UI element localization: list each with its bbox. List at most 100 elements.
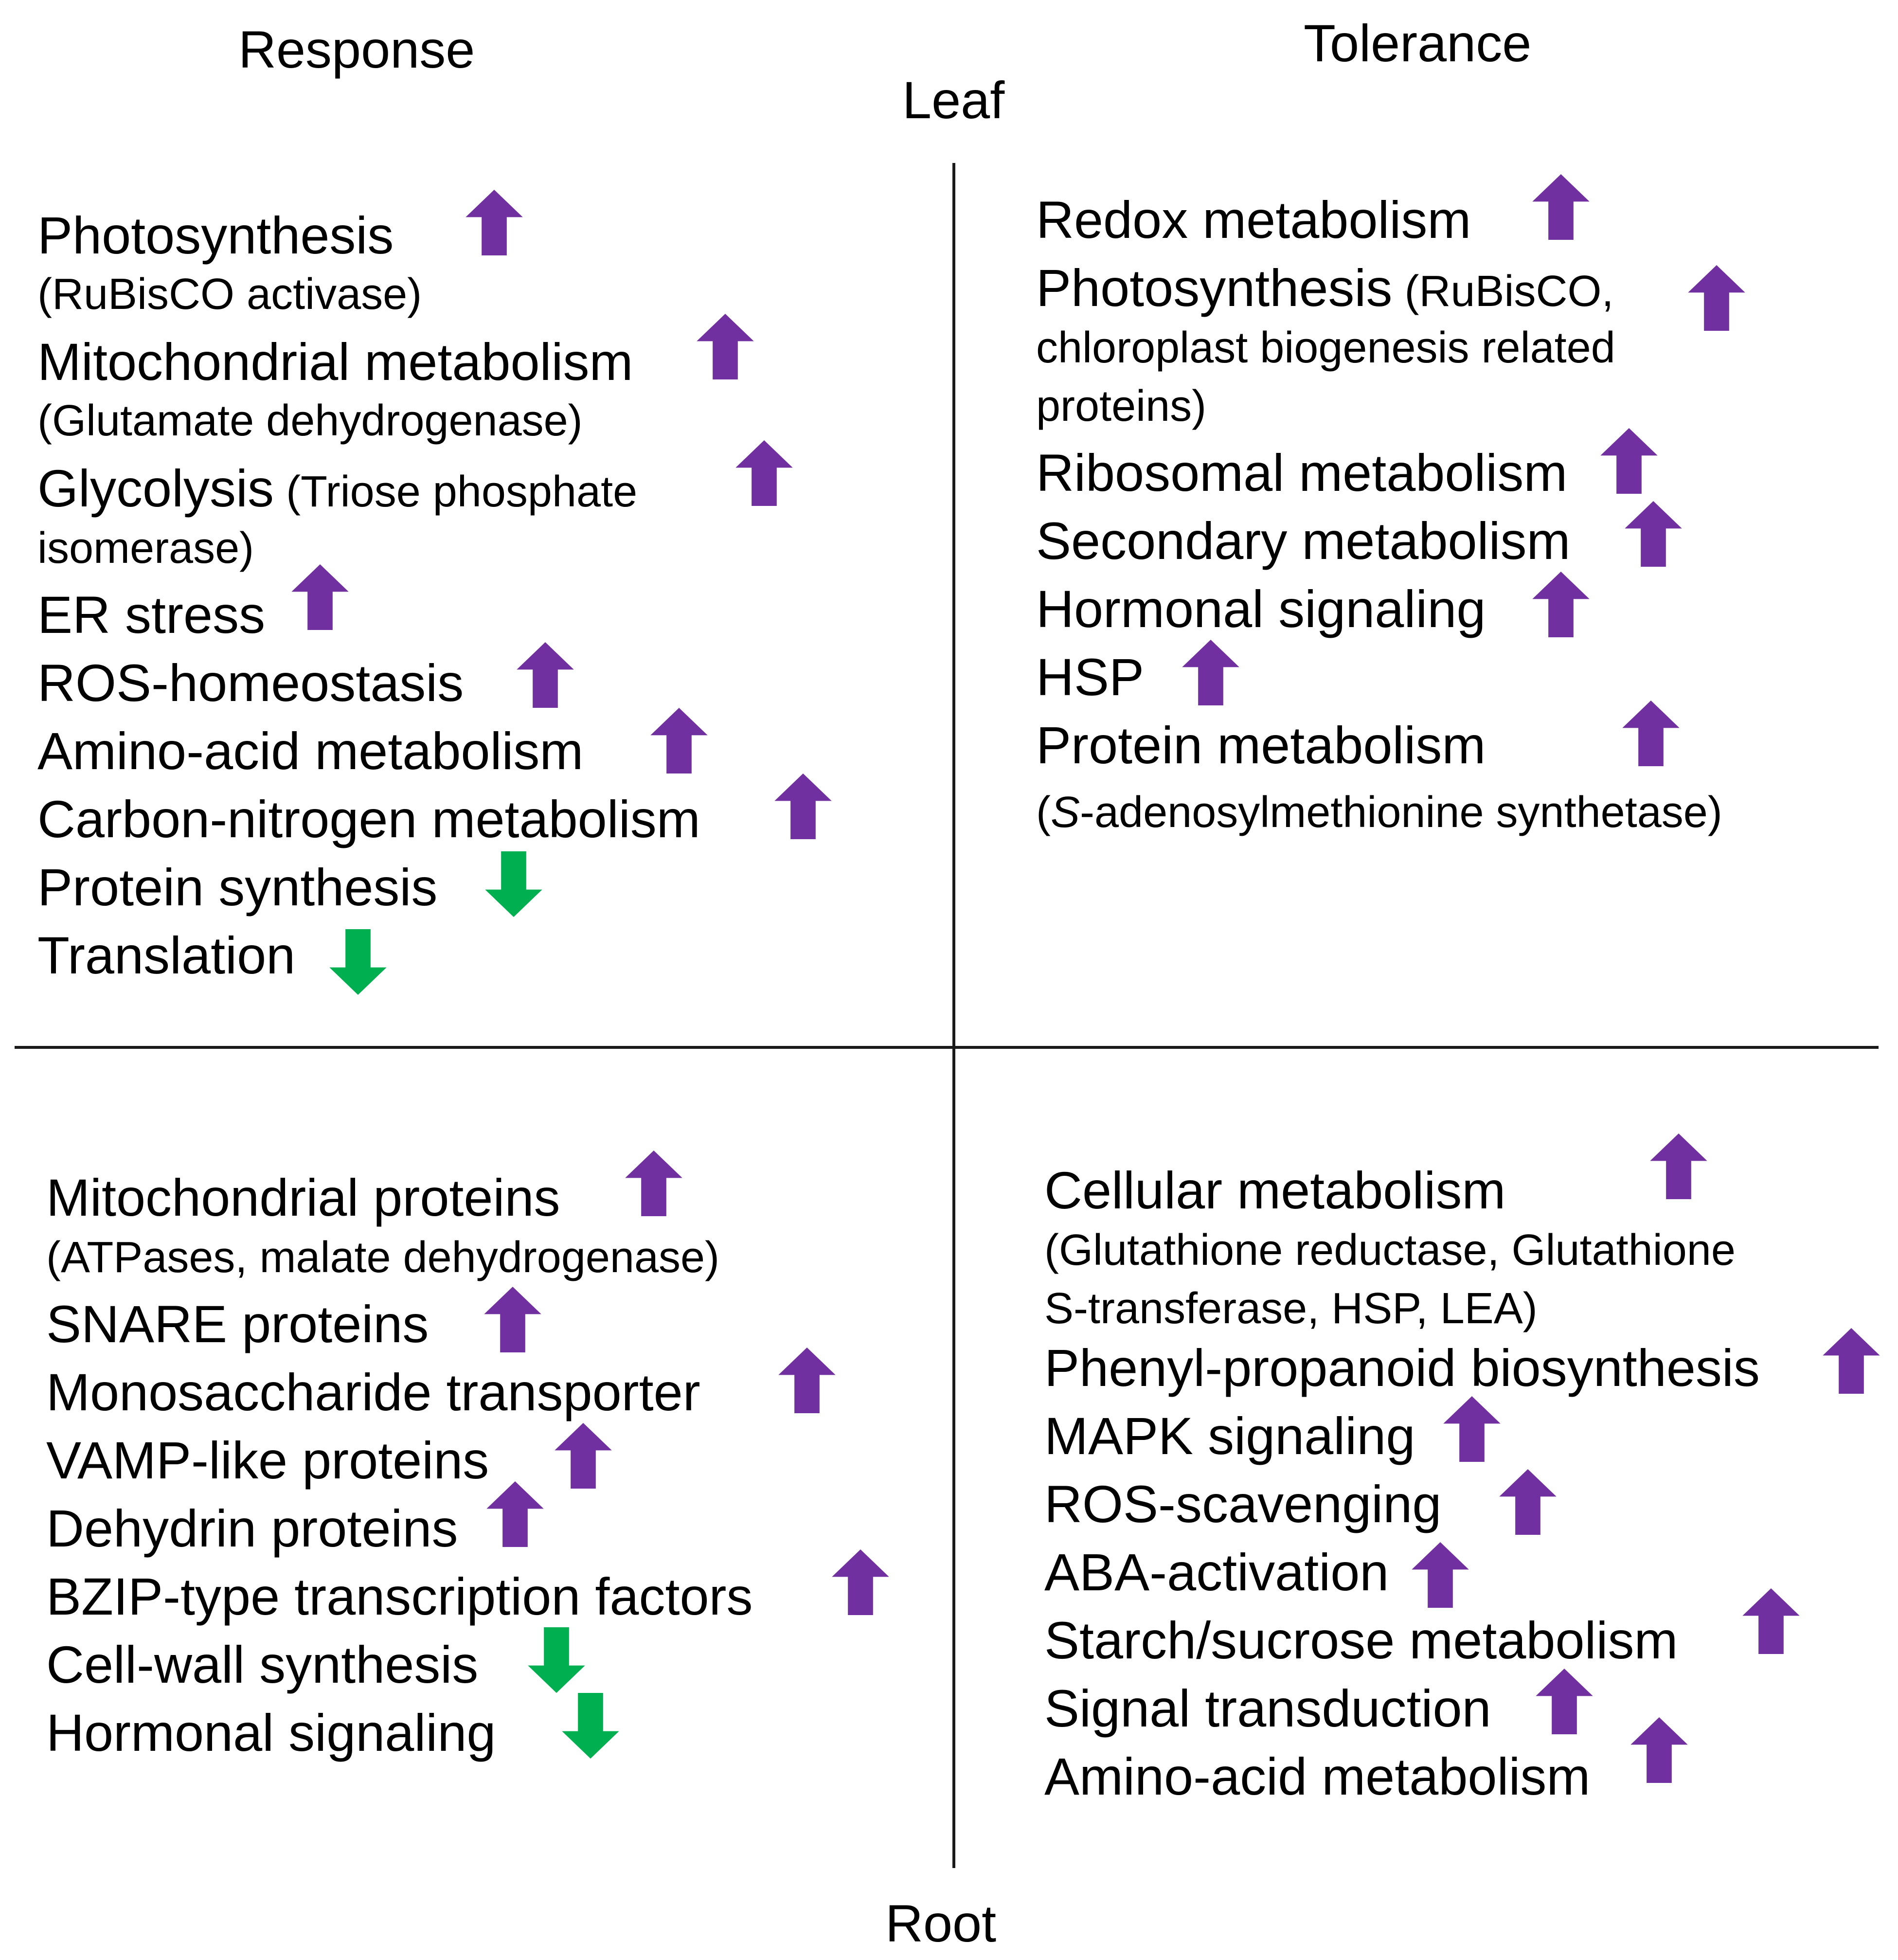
item-name: ROS-scavenging: [1044, 1474, 1442, 1533]
arrow-up-icon: [1182, 640, 1239, 705]
item-subtext: (Glutamate dehydrogenase): [37, 396, 583, 445]
list-item: Photosynthesis: [37, 209, 394, 262]
list-item: Hormonal signaling: [1036, 583, 1486, 635]
item-name: Protein metabolism: [1036, 716, 1486, 774]
list-item: ABA-activation: [1044, 1546, 1389, 1599]
arrow-up-icon: [1412, 1542, 1469, 1608]
arrow-down-icon: [528, 1627, 585, 1693]
item-name: Signal transduction: [1044, 1679, 1491, 1738]
arrow-up-icon: [1499, 1469, 1557, 1535]
item-name: Photosynthesis: [1036, 258, 1393, 317]
item-name: Hormonal signaling: [46, 1703, 496, 1762]
list-item: Dehydrin proteins: [46, 1502, 458, 1555]
arrow-up-icon: [774, 773, 832, 839]
arrow-up-icon: [1532, 174, 1590, 240]
item-detail: (Triose phosphate: [274, 468, 638, 516]
item-name: Mitochondrial metabolism: [37, 332, 633, 391]
arrow-up-icon: [778, 1348, 836, 1413]
item-subtext: chloroplast biogenesis related: [1036, 324, 1615, 372]
list-item: SNARE proteins: [46, 1298, 429, 1350]
arrow-up-icon: [1650, 1133, 1707, 1199]
arrow-down-icon: [329, 929, 387, 995]
arrow-up-icon: [1532, 572, 1590, 637]
arrow-up-icon: [1823, 1328, 1880, 1394]
item-name: BZIP-type transcription factors: [46, 1567, 753, 1626]
list-item: Mitochondrial metabolism: [37, 336, 633, 388]
list-item: Cellular metabolism: [1044, 1164, 1505, 1217]
arrow-up-icon: [1600, 428, 1658, 494]
arrow-up-icon: [486, 1481, 544, 1547]
item-name: Photosynthesis: [37, 206, 394, 265]
item-detail: (RuBisCO,: [1392, 267, 1614, 316]
item-name: ROS-homeostasis: [37, 653, 464, 712]
list-item: Phenyl-propanoid biosynthesis: [1044, 1342, 1760, 1394]
arrow-up-icon: [1622, 701, 1680, 766]
list-item: Amino-acid metabolism: [1044, 1750, 1590, 1803]
arrow-up-icon: [625, 1151, 682, 1216]
arrow-down-icon: [562, 1693, 619, 1759]
arrow-up-icon: [1443, 1396, 1501, 1462]
list-item: VAMP-like proteins: [46, 1434, 489, 1487]
item-name: Phenyl-propanoid biosynthesis: [1044, 1338, 1760, 1397]
item-name: Glycolysis: [37, 459, 274, 518]
arrow-up-icon: [1742, 1588, 1800, 1654]
item-name: Cellular metabolism: [1044, 1161, 1506, 1220]
list-item: ER stress: [37, 589, 265, 641]
item-name: Secondary metabolism: [1036, 511, 1571, 570]
list-item: Mitochondrial proteins: [46, 1171, 560, 1224]
arrow-up-icon: [650, 708, 708, 773]
item-subtext-italic: S: [1050, 788, 1080, 837]
item-subtext: (Glutathione reductase, Glutathione: [1044, 1226, 1736, 1275]
item-name: Carbon-nitrogen metabolism: [37, 790, 700, 848]
list-item: Amino-acid metabolism: [37, 725, 583, 777]
item-name: VAMP-like proteins: [46, 1431, 489, 1490]
arrow-up-icon: [555, 1423, 612, 1489]
list-item: Signal transduction: [1044, 1682, 1491, 1735]
header-leaf: Leaf: [902, 71, 1005, 129]
item-name: Starch/sucrose metabolism: [1044, 1611, 1678, 1670]
list-item: Glycolysis (Triose phosphate: [37, 462, 637, 515]
item-name: Cell-wall synthesis: [46, 1635, 479, 1694]
item-name: Protein synthesis: [37, 858, 438, 917]
item-name: Translation: [37, 926, 296, 985]
item-name: ER stress: [37, 585, 266, 644]
item-name: Hormonal signaling: [1036, 579, 1486, 638]
list-item: ROS-homeostasis: [37, 657, 464, 709]
list-item: Protein metabolism: [1036, 719, 1486, 772]
list-item: Photosynthesis (RuBisCO,: [1036, 262, 1614, 314]
list-item: Cell-wall synthesis: [46, 1638, 478, 1691]
item-name: SNARE proteins: [46, 1295, 429, 1353]
item-subtext: proteins): [1036, 382, 1207, 431]
item-subtext-prefix: (: [1036, 788, 1051, 837]
list-item: BZIP-type transcription factors: [46, 1570, 753, 1623]
item-subtext: S-transferase, HSP, LEA): [1044, 1284, 1538, 1333]
list-item: Carbon-nitrogen metabolism: [37, 793, 700, 845]
item-name: MAPK signaling: [1044, 1406, 1415, 1465]
vertical-axis-line: [952, 163, 955, 1868]
header-response: Response: [238, 20, 475, 79]
header-root: Root: [885, 1894, 997, 1953]
list-item: Protein synthesis: [37, 861, 437, 914]
item-name: Ribosomal metabolism: [1036, 443, 1568, 502]
list-item: Monosaccharide transporter: [46, 1366, 700, 1419]
list-item: Translation: [37, 929, 295, 982]
list-item: Starch/sucrose metabolism: [1044, 1614, 1678, 1667]
arrow-up-icon: [735, 440, 793, 506]
list-item: ROS-scavenging: [1044, 1478, 1441, 1530]
item-name: Amino-acid metabolism: [1044, 1747, 1591, 1806]
arrow-up-icon: [484, 1287, 541, 1352]
horizontal-axis-line: [15, 1046, 1879, 1049]
list-item: Redox metabolism: [1036, 194, 1471, 246]
item-subtext: (ATPases, malate dehydrogenase): [46, 1233, 720, 1282]
list-item: Hormonal signaling: [46, 1707, 496, 1759]
arrow-up-icon: [291, 564, 349, 630]
list-item: Ribosomal metabolism: [1036, 447, 1567, 499]
item-subtext: (S-adenosylmethionine synthetase): [1036, 791, 1722, 834]
arrow-up-icon: [466, 190, 523, 255]
item-subtext: (RuBisCO activase): [37, 270, 422, 319]
arrow-up-icon: [517, 642, 574, 708]
header-tolerance: Tolerance: [1304, 14, 1532, 72]
item-name: Monosaccharide transporter: [46, 1363, 700, 1421]
item-subtext-suffix: -adenosylmethionine synthetase): [1080, 788, 1722, 837]
arrow-up-icon: [832, 1549, 889, 1615]
